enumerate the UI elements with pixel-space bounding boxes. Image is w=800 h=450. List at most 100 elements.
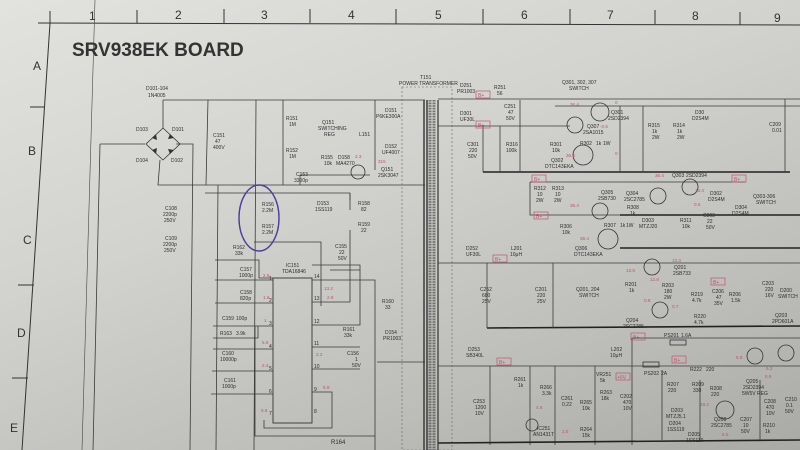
label-value: 2A: [661, 371, 668, 377]
label-ref: L202: [611, 347, 622, 353]
label-value: 0.22: [562, 402, 572, 408]
label-value: 10: [743, 423, 749, 429]
label-value: 5W5V REG: [742, 391, 768, 397]
label-ref: R209: [692, 382, 704, 388]
svg-text:B+: B+: [478, 93, 484, 99]
transistor-icon: [715, 400, 735, 420]
svg-text:B+: B+: [534, 177, 540, 183]
label-value: 2SD2394: [686, 173, 707, 179]
label-ref: R219: [691, 292, 703, 298]
label-value: SWITCHING: [318, 126, 347, 132]
label-value: 1k: [765, 429, 771, 435]
label-value: 50V: [785, 409, 795, 415]
label-value: 250V: [164, 248, 176, 254]
grid-col-9: 9: [774, 11, 781, 25]
label-ref: D200: [780, 288, 792, 294]
label-value: 25V: [537, 299, 547, 305]
fuse-ps201-icon: [669, 339, 687, 346]
label-ref: D104: [136, 158, 148, 164]
diode-icon: [152, 134, 157, 140]
label-value: 22: [707, 219, 713, 225]
pin-number: 7: [269, 411, 272, 417]
voltage-label: 4.6: [536, 405, 543, 410]
label-ref: C207: [740, 417, 752, 423]
label-value: 1W: [626, 223, 634, 229]
voltage-label: 2.3: [355, 154, 362, 159]
label-ref: R160: [382, 299, 394, 305]
label-value: 220: [711, 392, 720, 398]
bplus-badge: B+: [496, 357, 512, 366]
label-ref: R206: [729, 292, 741, 298]
label-ref: Q307: [587, 124, 599, 130]
voltage-label: 13.2: [324, 286, 333, 291]
label-value: D2S4M: [708, 197, 725, 203]
grid-row-a: A: [33, 59, 41, 73]
label-value: 2SC2785: [623, 324, 644, 330]
svg-text:B+: B+: [478, 123, 484, 129]
label-value: 1N4005: [148, 93, 166, 99]
label-value: MTZJ20: [639, 224, 658, 230]
label-value: MTZJ5.1: [666, 414, 686, 420]
mosfet-icon: [350, 164, 366, 180]
voltage-label: 5.6: [262, 340, 269, 345]
label-ref: C210: [785, 397, 797, 403]
component-labels: D101-104 1N4005 D103 D101 D104 D102 C151…: [136, 75, 798, 446]
label-value: 10V: [623, 406, 633, 412]
label-value: 4.7k: [694, 320, 704, 326]
label-ref: R261: [514, 377, 526, 383]
svg-text:B+: B+: [495, 257, 501, 263]
label-value: 1.5k: [731, 298, 741, 304]
transformer-t151: [401, 86, 453, 450]
label-value: 1M: [289, 154, 296, 160]
transistor-icon: [643, 258, 661, 276]
label-ref: C160: [222, 351, 234, 357]
label-ref: C108: [165, 206, 177, 212]
bplus-badge: B+: [671, 355, 687, 364]
label-value: 10μH: [610, 353, 622, 359]
voltage-label: 5.2: [766, 366, 773, 371]
label-ref: R163: [220, 331, 232, 337]
grid-col-3: 3: [261, 8, 268, 22]
transistor-icon: [591, 202, 609, 220]
pin-number: 11: [314, 341, 319, 347]
label-value: 4.7k: [692, 298, 702, 304]
label-ref: C151: [213, 133, 225, 139]
label-value: 1200: [475, 405, 486, 411]
pin-number: 13: [314, 296, 320, 302]
label-ref: Q201, 204: [576, 287, 600, 293]
label-ref: R159: [358, 222, 370, 228]
transistor-icon: [566, 116, 584, 134]
bplus-badge: B+: [475, 90, 491, 99]
pin-number: 5: [269, 366, 272, 372]
label-ref: R307: [604, 223, 616, 229]
label-value: 10: [537, 192, 543, 198]
label-value: MA4270: [336, 161, 355, 167]
svg-text:B+: B+: [674, 358, 680, 364]
label-ref: C156: [347, 351, 359, 357]
label-value: UF30L: [460, 117, 475, 123]
label-ref: R312: [534, 186, 546, 192]
voltage-label: 36.4: [655, 173, 664, 178]
label-value: 50V: [352, 363, 362, 369]
label-value: 1SS119: [667, 427, 685, 433]
label-value: UF4007: [382, 150, 400, 156]
grid-row-e: E: [10, 421, 18, 435]
label-value: 1k: [620, 223, 626, 229]
label-value: D2S4M: [732, 211, 749, 217]
label-value: DTC143EKA: [574, 252, 603, 258]
grid-col-5: 5: [435, 8, 442, 22]
label-value: 0.01: [772, 128, 782, 134]
transistor-icon: [681, 178, 699, 196]
label-ref: R157: [262, 224, 274, 230]
pin-number: 10: [314, 364, 320, 370]
label-value: 33k: [235, 251, 244, 257]
svg-text:+6V: +6V: [617, 375, 627, 381]
diode-icon: [168, 134, 174, 139]
label-ref: PS202: [644, 371, 659, 377]
label-value: 2W: [554, 198, 562, 204]
grid-col-7: 7: [607, 8, 614, 22]
label-ref: R313: [552, 186, 564, 192]
label-value: 1W: [603, 141, 611, 147]
label-ref: D205: [688, 432, 700, 438]
label-ref: R314: [673, 123, 685, 129]
